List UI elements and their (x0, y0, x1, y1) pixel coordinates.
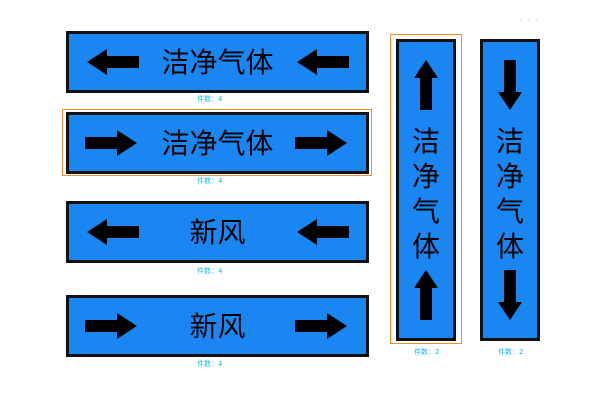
arrow-right-icon (295, 313, 347, 339)
sign-label: 洁净气体 (161, 127, 274, 161)
selection-outline-sign-2 (62, 109, 372, 176)
sign-label: 新风 (189, 216, 246, 250)
sign-clean-gas-right[interactable]: 洁净气体 (66, 112, 369, 174)
arrow-right-icon (295, 130, 347, 156)
selection-outline-sign-5 (390, 34, 462, 344)
sign-clean-gas-down[interactable]: 洁净气体 (480, 39, 540, 341)
quantity-label: 件数：4 (197, 267, 223, 275)
sign-fresh-air-right[interactable]: 新风 (66, 295, 369, 357)
arrow-right-icon (85, 130, 137, 156)
arrow-left-icon (297, 49, 349, 75)
quantity-label: 件数：4 (197, 360, 223, 368)
arrow-right-icon (85, 313, 137, 339)
arrow-left-icon (87, 219, 139, 245)
sign-clean-gas-up[interactable]: 洁净气体 (396, 39, 456, 341)
arrow-left-icon (297, 219, 349, 245)
arrow-up-icon (414, 60, 438, 110)
sign-label: 洁净气体 (495, 125, 524, 263)
sign-label: 新风 (189, 310, 246, 344)
arrow-down-icon (498, 60, 522, 110)
quantity-label: 件数：4 (197, 177, 223, 185)
decorative-speck (520, 19, 538, 20)
quantity-label: 件数：2 (414, 348, 440, 356)
sign-fresh-air-left[interactable]: 新风 (66, 201, 369, 263)
sign-label: 洁净气体 (161, 46, 274, 80)
sign-clean-gas-left[interactable]: 洁净气体 (66, 31, 369, 93)
arrow-up-icon (414, 270, 438, 320)
quantity-label: 件数：2 (498, 348, 524, 356)
arrow-left-icon (87, 49, 139, 75)
sign-label: 洁净气体 (411, 125, 440, 263)
arrow-down-icon (498, 270, 522, 320)
quantity-label: 件数：4 (197, 95, 223, 103)
